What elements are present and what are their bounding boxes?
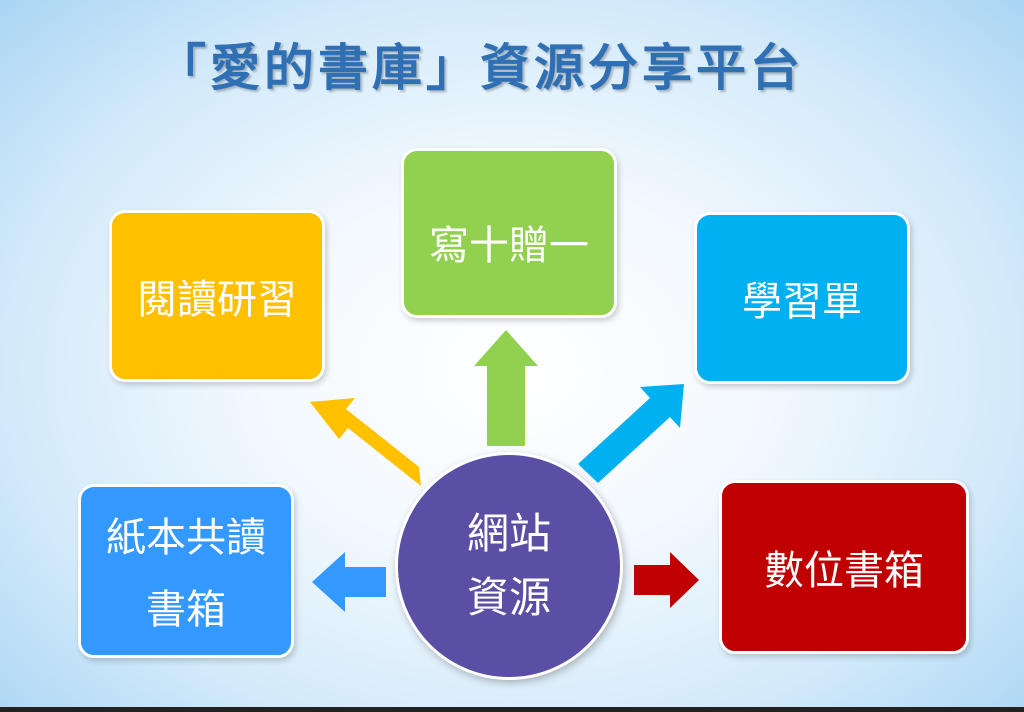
arrow-to-digital <box>634 552 699 608</box>
hub-web-resources: 網站 資源 <box>395 452 623 680</box>
box-paper-book-box: 紙本共讀 書箱 <box>78 484 294 658</box>
box-label: 學習單 <box>742 279 862 325</box>
box-label: 閱讀研習 <box>137 277 297 323</box>
box-label-line2: 書箱 <box>146 587 226 633</box>
bottom-border <box>0 707 1024 712</box>
hub-label-line2: 資源 <box>466 573 551 622</box>
box-label: 寫十贈一 <box>429 223 589 269</box>
arrow-to-reading <box>310 398 421 486</box>
page-title: 「愛的書庫」資源分享平台 <box>156 39 804 97</box>
box-label: 數位書箱 <box>764 548 924 594</box>
hub-label-line1: 網站 <box>466 509 551 558</box>
box-digital-book-box: 數位書箱 <box>719 480 969 654</box>
box-reading-workshop: 閱讀研習 <box>109 210 325 382</box>
box-write-ten-get-one: 寫十贈一 <box>401 148 617 318</box>
box-label-line1: 紙本共讀 <box>106 515 266 561</box>
arrow-to-writing <box>474 330 538 446</box>
arrow-to-worksheet <box>578 384 684 483</box>
arrow-to-paper <box>312 552 386 612</box>
box-worksheet: 學習單 <box>694 212 910 384</box>
